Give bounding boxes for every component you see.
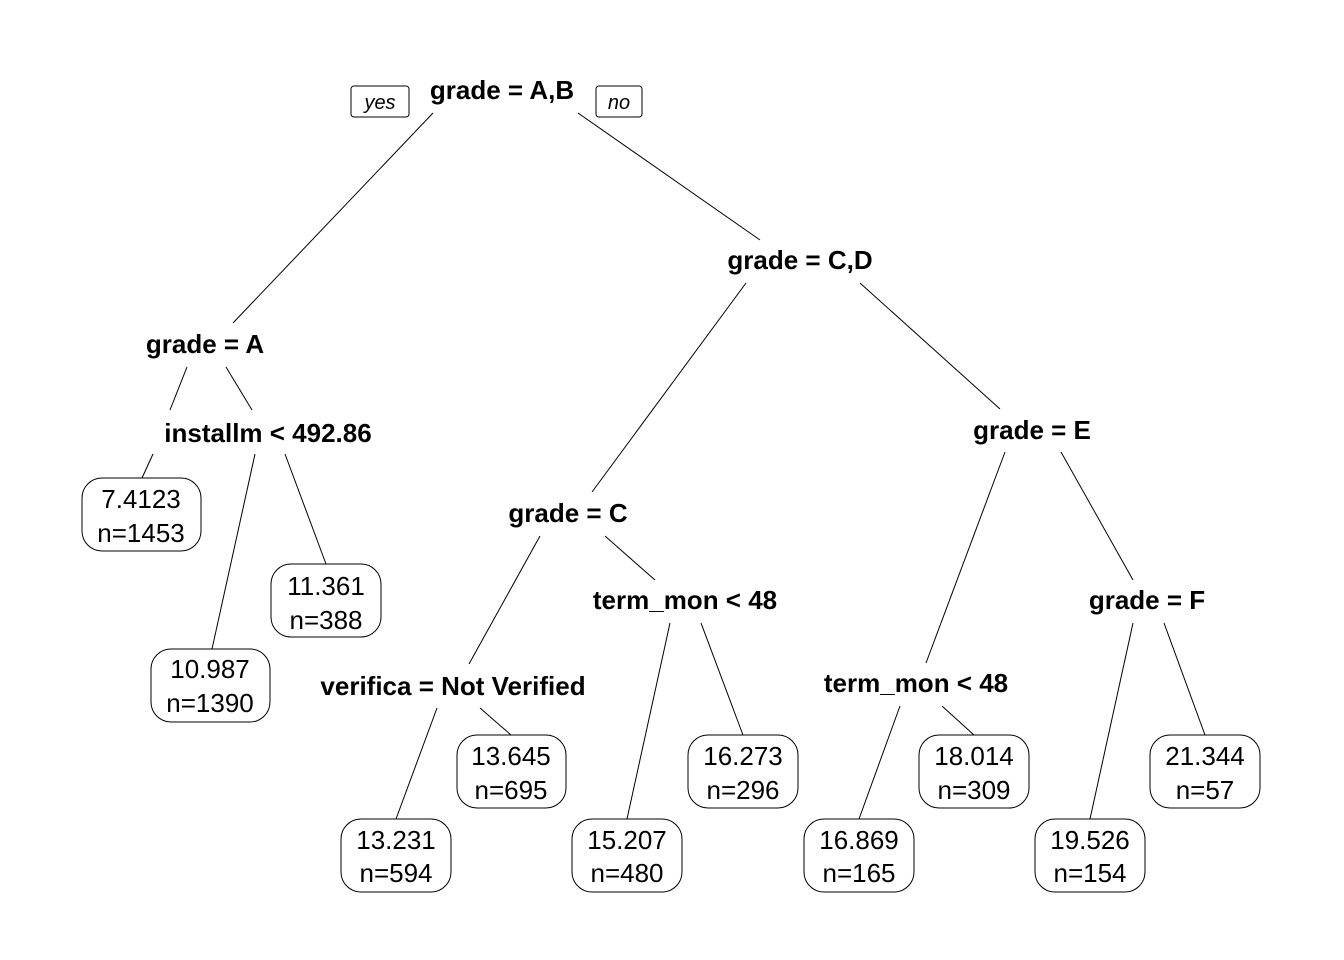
edge-grade-f-to-leaf-21344 [1163, 622, 1206, 736]
leaf-count: n=165 [822, 858, 895, 888]
split-root: grade = A,B [430, 75, 574, 105]
leaf-node: 15.207 n=480 [571, 818, 683, 893]
leaf-value: 19.526 [1050, 825, 1130, 855]
split-term-mon-1: term_mon < 48 [593, 585, 777, 615]
leaf-value: 16.869 [819, 825, 899, 855]
leaf-node: 16.273 n=296 [687, 734, 799, 809]
edge-grade-a-to-installm [169, 366, 188, 411]
split-verifica: verifica = Not Verified [320, 671, 585, 701]
leaf-node: 11.361 n=388 [270, 563, 382, 638]
edge-grade-a-to-leaf-11361 [225, 366, 253, 411]
split-labels: grade = A,B grade = A installm < 492.86 … [146, 75, 1205, 701]
leaf-node: 7.4123 n=1453 [81, 477, 202, 552]
leaf-value: 13.645 [471, 741, 551, 771]
edge-grade-cd-to-grade-e [859, 282, 1001, 410]
edge-verifica-to-leaf-13645 [479, 707, 512, 736]
edge-installm-to-leaf-74123 [141, 453, 154, 479]
leaf-value: 21.344 [1165, 741, 1245, 771]
leaf-count: n=296 [706, 775, 779, 805]
edge-grade-cd-to-grade-c [591, 282, 747, 493]
edge-term1-to-leaf-15207 [626, 622, 671, 820]
leaf-count: n=309 [937, 775, 1010, 805]
leaf-count: n=388 [289, 605, 362, 635]
yes-label: yes [362, 92, 395, 114]
split-grade-e: grade = E [973, 415, 1091, 445]
no-label: no [608, 92, 630, 114]
leaf-node: 13.231 n=594 [340, 818, 452, 893]
leaf-count: n=480 [590, 858, 663, 888]
edge-grade-f-to-leaf-19526 [1089, 622, 1134, 820]
edge-grade-e-to-grade-f [1060, 451, 1134, 581]
leaf-node: 19.526 n=154 [1034, 818, 1146, 893]
split-grade-c: grade = C [508, 498, 627, 528]
leaf-value: 15.207 [587, 825, 667, 855]
leaf-count: n=154 [1053, 858, 1126, 888]
leaf-count: n=1453 [97, 518, 184, 548]
leaf-node: 18.014 n=309 [918, 734, 1030, 809]
leaf-value: 13.231 [356, 825, 436, 855]
edge-term2-to-leaf-18014 [941, 705, 975, 736]
edge-grade-c-to-verifica [468, 535, 541, 665]
edge-root-to-grade-cd [577, 112, 761, 241]
leaf-count: n=695 [474, 775, 547, 805]
split-term-mon-2: term_mon < 48 [824, 668, 1008, 698]
leaf-node: 10.987 n=1390 [150, 648, 271, 723]
edge-installm-to-leaf-11361b [284, 453, 327, 565]
split-grade-f: grade = F [1089, 585, 1205, 615]
leaf-count: n=1390 [166, 688, 253, 718]
leaf-value: 7.4123 [101, 484, 181, 514]
split-grade-cd: grade = C,D [727, 245, 872, 275]
edge-grade-e-to-term2 [925, 451, 1006, 664]
yes-tag: yes [350, 85, 410, 118]
edge-verifica-to-leaf-13231 [395, 707, 438, 820]
leaf-node: 13.645 n=695 [456, 734, 567, 809]
leaf-node: 16.869 n=165 [803, 818, 915, 893]
edge-grade-c-to-term1 [604, 535, 656, 581]
leaf-count: n=57 [1176, 775, 1235, 805]
tree-edges [141, 112, 1206, 820]
split-installm: installm < 492.86 [164, 418, 371, 448]
no-tag: no [595, 85, 643, 118]
leaf-value: 16.273 [703, 741, 783, 771]
leaf-value: 11.361 [287, 571, 365, 601]
edge-term2-to-leaf-16869 [858, 705, 901, 820]
edge-term1-to-leaf-16273 [700, 622, 744, 736]
edge-installm-to-leaf-10987 [211, 453, 256, 650]
edge-root-to-grade-a [232, 112, 434, 324]
leaf-value: 18.014 [934, 741, 1014, 771]
split-grade-a: grade = A [146, 329, 264, 359]
leaf-value: 10.987 [170, 654, 250, 684]
leaf-node: 21.344 n=57 [1149, 734, 1261, 809]
leaf-count: n=594 [359, 858, 432, 888]
